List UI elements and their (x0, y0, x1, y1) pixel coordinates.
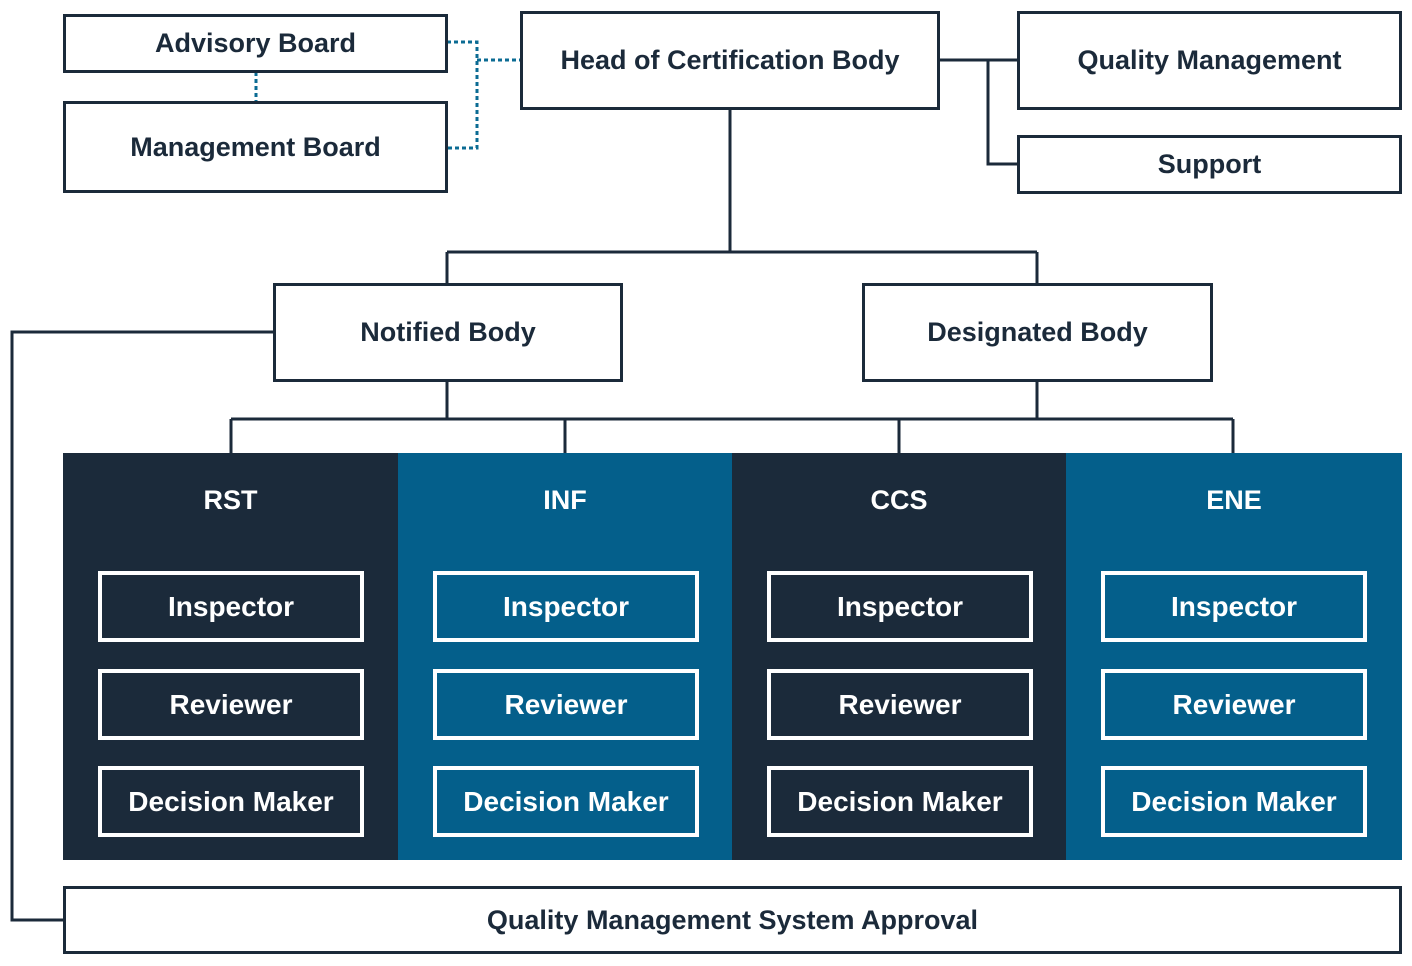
role-decision-maker: Decision Maker (433, 766, 699, 837)
division-title: ENE (1206, 485, 1262, 515)
role-reviewer: Reviewer (433, 669, 699, 740)
quality-management-box: Quality Management (1017, 11, 1402, 110)
notified-body-box: Notified Body (273, 283, 623, 382)
quality-management-label: Quality Management (1077, 45, 1342, 75)
qms-approval-label: Quality Management System Approval (486, 904, 979, 935)
role-inspector: Inspector (98, 571, 364, 642)
connector-notified-to-qms (10, 330, 275, 922)
support-box: Support (1017, 135, 1402, 194)
division-title: CCS (870, 485, 928, 515)
head-box: Head of Certification Body (520, 11, 940, 110)
division-panel-rst: RST Inspector Reviewer Decision Maker (63, 453, 398, 860)
division-panel-ccs: CCS Inspector Reviewer Decision Maker (732, 453, 1066, 860)
division-title: RST (203, 485, 258, 515)
role-inspector: Inspector (767, 571, 1033, 642)
division-title: INF (543, 485, 587, 515)
role-decision-maker: Decision Maker (767, 766, 1033, 837)
role-reviewer: Reviewer (1101, 669, 1367, 740)
role-decision-maker: Decision Maker (98, 766, 364, 837)
connector-to-support (986, 60, 1019, 166)
designated-body-label: Designated Body (927, 317, 1148, 347)
role-inspector: Inspector (1101, 571, 1367, 642)
designated-body-box: Designated Body (862, 283, 1213, 382)
advisory-board-label: Advisory Board (154, 28, 357, 58)
role-decision-maker: Decision Maker (1101, 766, 1367, 837)
role-inspector: Inspector (433, 571, 699, 642)
support-label: Support (1157, 149, 1262, 179)
advisory-board-box: Advisory Board (63, 14, 448, 73)
dotted-boards-to-head (447, 40, 479, 150)
management-board-label: Management Board (130, 131, 381, 162)
management-board-box: Management Board (63, 101, 448, 193)
division-panel-ene: ENE Inspector Reviewer Decision Maker (1066, 453, 1402, 860)
role-reviewer: Reviewer (98, 669, 364, 740)
notified-body-label: Notified Body (360, 317, 536, 347)
qms-approval-box: Quality Management System Approval (63, 886, 1402, 954)
role-reviewer: Reviewer (767, 669, 1033, 740)
head-label: Head of Certification Body (560, 45, 900, 75)
division-panel-inf: INF Inspector Reviewer Decision Maker (398, 453, 732, 860)
